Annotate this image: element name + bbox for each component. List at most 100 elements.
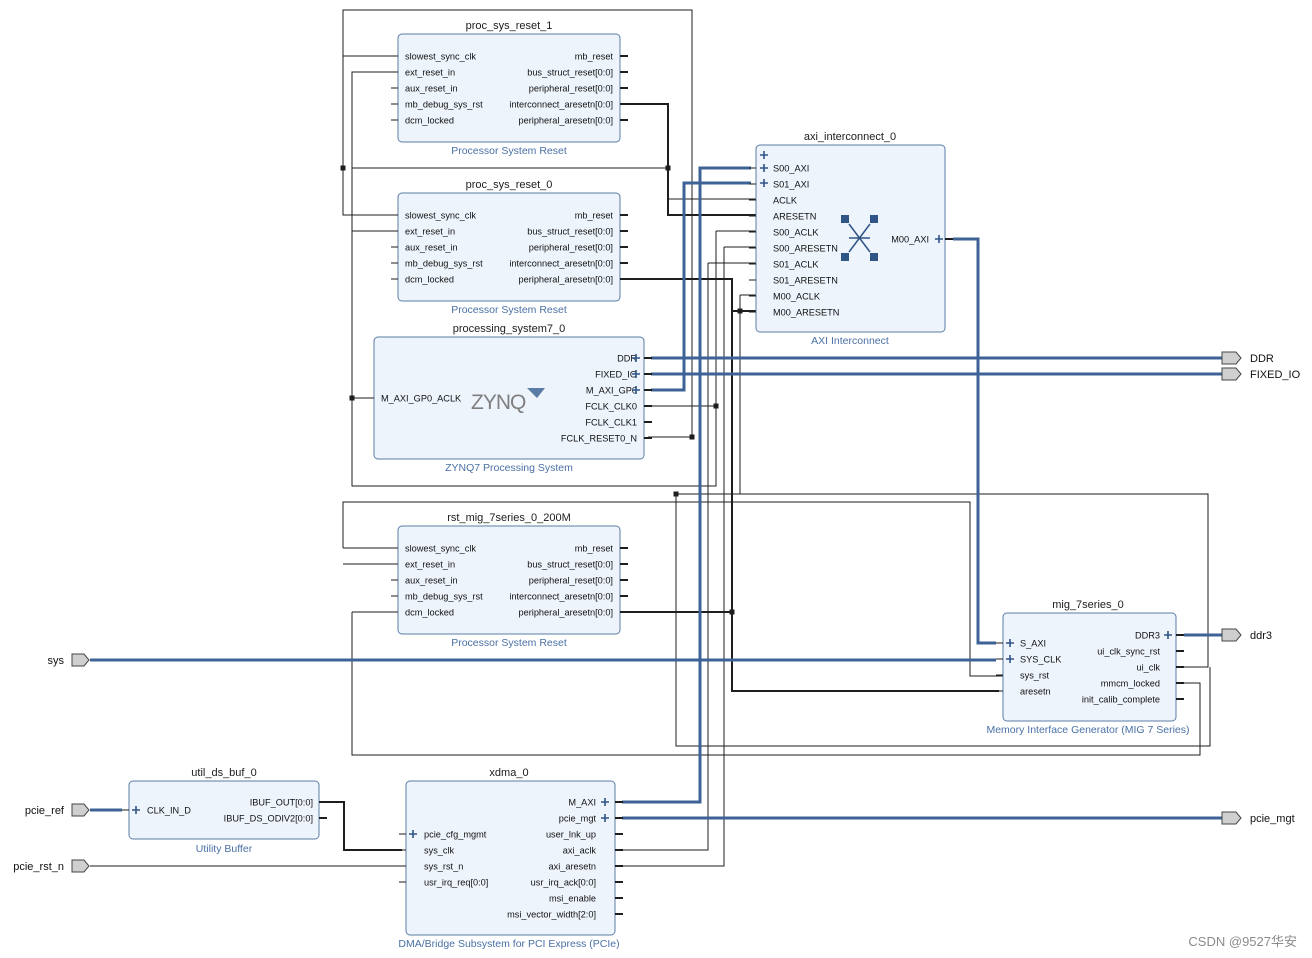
wire-junction	[665, 165, 671, 171]
bus-expand-icon[interactable]	[935, 235, 943, 243]
bus-expand-icon[interactable]	[601, 814, 609, 822]
pin-label: slowest_sync_clk	[405, 52, 476, 62]
wire-20	[676, 493, 1209, 668]
bus-expand-icon[interactable]	[760, 151, 768, 159]
pin-label: mmcm_locked	[1101, 679, 1160, 689]
block-title: mig_7series_0	[1052, 599, 1124, 611]
net-2	[731, 279, 999, 692]
bus-expand-icon[interactable]	[601, 798, 609, 806]
external-port-pcie-rst-n[interactable]: pcie_rst_n	[13, 859, 90, 873]
pin-label: DDR	[617, 354, 637, 364]
pin-label: S00_ACLK	[773, 228, 819, 238]
pin-label: FCLK_RESET0_N	[561, 434, 637, 444]
block-subtitle: Utility Buffer	[196, 843, 253, 855]
block-title: proc_sys_reset_0	[466, 179, 553, 191]
wire-junction	[349, 395, 355, 401]
pin-label: sys_clk	[424, 846, 455, 856]
wire-15	[342, 501, 1003, 677]
zynq-logo-mark	[527, 388, 545, 398]
bus-expand-icon[interactable]	[409, 830, 417, 838]
block-title: rst_mig_7series_0_200M	[447, 512, 571, 524]
block-subtitle: Memory Interface Generator (MIG 7 Series…	[986, 724, 1189, 736]
external-port-pcie-mgt[interactable]: pcie_mgt	[1221, 811, 1295, 825]
external-port-sys[interactable]: sys	[48, 653, 90, 667]
block-title: processing_system7_0	[453, 323, 566, 335]
wire-21	[675, 494, 1211, 747]
pin-label: peripheral_aresetn[0:0]	[519, 116, 614, 126]
bus-expand-icon[interactable]	[632, 386, 640, 394]
external-port-ddr3[interactable]: ddr3	[1221, 628, 1272, 642]
pin-label: bus_struct_reset[0:0]	[527, 227, 613, 237]
bus-expand-icon[interactable]	[760, 179, 768, 187]
pin-label: S01_ACLK	[773, 260, 819, 270]
pin-label: mb_debug_sys_rst	[405, 592, 483, 602]
net-wires	[90, 9, 1222, 867]
pin-label: mb_reset	[575, 211, 614, 221]
pin-label: ARESETN	[773, 212, 816, 222]
port-label: pcie_mgt	[1250, 813, 1295, 825]
net-4	[320, 801, 402, 851]
pin-label: slowest_sync_clk	[405, 544, 476, 554]
pin-label: M_AXI_GP0_ACLK	[381, 394, 462, 404]
pin-label: S00_AXI	[773, 164, 809, 174]
pin-label: pcie_mgt	[559, 814, 597, 824]
pin-label: SYS_CLK	[1020, 655, 1062, 665]
wire-4	[342, 168, 398, 216]
pin-label: aresetn	[1020, 687, 1051, 697]
pin-label: IBUF_DS_ODIV2[0:0]	[224, 814, 313, 824]
block-body[interactable]	[405, 780, 616, 936]
bus-expand-icon[interactable]	[760, 164, 768, 172]
pin-label: slowest_sync_clk	[405, 211, 476, 221]
bus-expand-icon[interactable]	[632, 354, 640, 362]
bus-expand-icon[interactable]	[132, 806, 140, 814]
external-port-ddr[interactable]: DDR	[1221, 351, 1274, 365]
pin-label: mb_debug_sys_rst	[405, 100, 483, 110]
bus-3	[622, 166, 751, 804]
bus-expand-icon[interactable]	[632, 370, 640, 378]
pin-label: S01_ARESETN	[773, 276, 838, 286]
pin-label: peripheral_reset[0:0]	[529, 84, 613, 94]
external-port-pcie-ref[interactable]: pcie_ref	[25, 803, 90, 817]
pin-label: ext_reset_in	[405, 68, 455, 78]
external-port-fixed-io[interactable]: FIXED_IO	[1221, 367, 1301, 381]
block-subtitle: Processor System Reset	[451, 637, 567, 649]
pin-label: peripheral_reset[0:0]	[529, 243, 613, 253]
pin-label: M_AXI	[568, 798, 596, 808]
pin-label: ext_reset_in	[405, 560, 455, 570]
wire-19	[351, 612, 1201, 756]
port-label: sys	[48, 655, 65, 667]
pin-label: aux_reset_in	[405, 576, 458, 586]
pin-label: interconnect_aresetn[0:0]	[509, 259, 613, 269]
bus-2	[651, 181, 751, 392]
pin-label: FIXED_IO	[595, 370, 637, 380]
pin-label: axi_aclk	[563, 846, 597, 856]
block-subtitle: AXI Interconnect	[811, 335, 889, 347]
pin-label: aux_reset_in	[405, 243, 458, 253]
pin-label: ui_clk	[1137, 663, 1161, 673]
pin-label: S01_AXI	[773, 180, 809, 190]
wire-1	[351, 167, 717, 487]
ip-block-rst-mig-7series-0-200M[interactable]: rst_mig_7series_0_200M Processor System R…	[391, 512, 628, 649]
wire-14	[615, 263, 709, 851]
bus-expand-icon[interactable]	[1164, 631, 1172, 639]
pin-label: M00_ARESETN	[773, 308, 839, 318]
pin-label: peripheral_aresetn[0:0]	[519, 275, 614, 285]
pin-label: usr_irq_req[0:0]	[424, 878, 488, 888]
pin-label: IBUF_OUT[0:0]	[250, 798, 313, 808]
crossbar-icon	[841, 215, 878, 261]
bus-expand-icon[interactable]	[1006, 639, 1014, 647]
block-subtitle: Processor System Reset	[451, 145, 567, 157]
port-label: pcie_ref	[25, 805, 65, 817]
wire-junction	[673, 491, 679, 497]
bus-expand-icon[interactable]	[1006, 655, 1014, 663]
pin-label: DDR3	[1135, 631, 1160, 641]
